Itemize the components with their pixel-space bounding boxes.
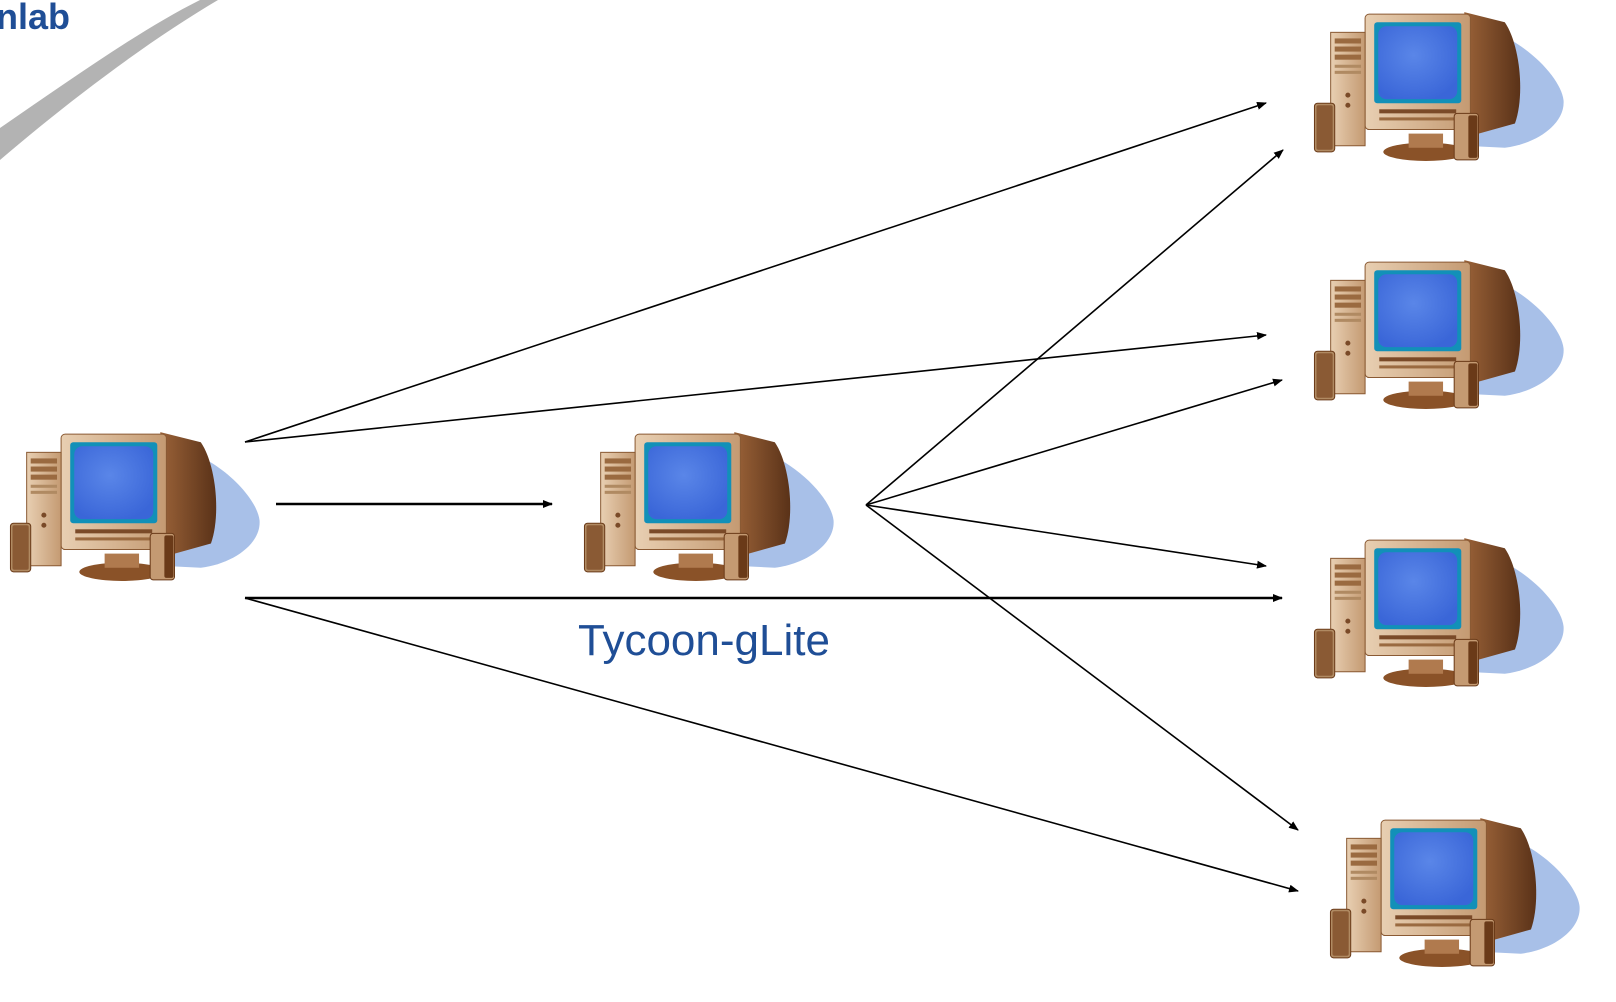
edge-group: [244, 102, 1299, 893]
computer-relay-icon: [583, 431, 835, 582]
arrow-source-to-dest-1: [244, 102, 1267, 443]
arrow-relay-to-dest-1: [865, 149, 1284, 506]
computer-dest-3-icon: [1313, 537, 1565, 688]
computer-dest-4-icon: [1329, 817, 1581, 968]
arrow-relay-to-dest-4: [865, 504, 1299, 831]
logo-text: nlab: [0, 0, 71, 37]
computer-dest-1-icon: [1313, 11, 1565, 162]
arrow-source-to-dest-4: [244, 597, 1299, 893]
arrow-relay-to-dest-2: [865, 378, 1283, 506]
arrow-relay-to-dest-3: [865, 504, 1267, 569]
diagram-caption: Tycoon-gLite: [578, 616, 830, 665]
computer-dest-2-icon: [1313, 259, 1565, 410]
arrow-source-to-dest-2: [244, 331, 1267, 443]
computer-source-icon: [9, 431, 261, 582]
